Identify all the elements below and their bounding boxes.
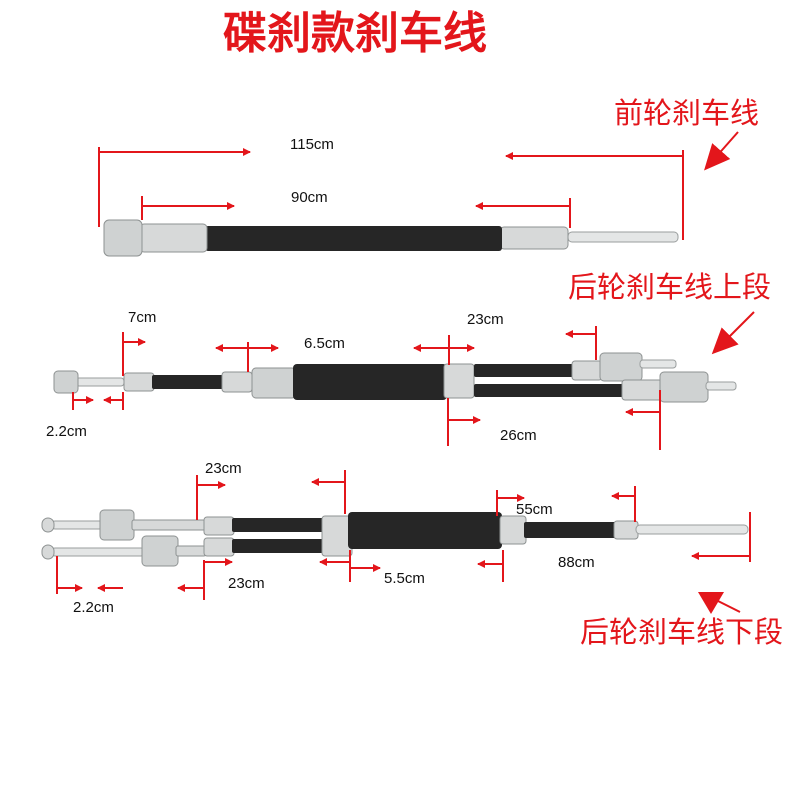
label-front-cable: 前轮刹车线 <box>614 96 759 130</box>
lower-joint <box>321 515 353 557</box>
rear-lower-cable <box>41 509 749 567</box>
upper-ferrule-b <box>221 371 253 393</box>
front-housing <box>205 226 502 251</box>
lower-link-bottom <box>175 545 207 557</box>
lower-ferrule-bottom <box>203 537 235 557</box>
label-rear-lower-cable: 后轮刹车线下段 <box>580 615 783 649</box>
lower-ferrule-end <box>613 520 639 540</box>
dim-lower-5-5: 5.5cm <box>384 570 425 587</box>
upper-branch-bottom <box>474 384 624 397</box>
upper-ferrule-top <box>571 360 603 381</box>
pointer-arrowhead-rear-lower <box>698 592 724 614</box>
upper-ferrule-a <box>123 372 155 392</box>
dim-front-total: 115cm <box>290 136 334 153</box>
upper-dimensions <box>72 326 661 450</box>
lower-housing-main <box>348 512 502 549</box>
dim-lower-55: 55cm <box>516 501 553 518</box>
lower-ferrule-top <box>203 516 235 536</box>
lower-barrel-top <box>99 509 135 541</box>
upper-ferrule-bottom <box>621 379 663 401</box>
rear-upper-cable <box>53 352 737 403</box>
label-rear-upper-cable: 后轮刹车线上段 <box>568 270 771 304</box>
front-ferrule-start <box>139 223 208 253</box>
dim-lower-2-2: 2.2cm <box>73 599 114 616</box>
dim-lower-23-bottom: 23cm <box>228 575 265 592</box>
dim-lower-23-top: 23cm <box>205 460 242 477</box>
lower-wire-bottom-left <box>51 547 145 557</box>
front-cable <box>103 219 679 257</box>
lower-wire-top-left <box>51 520 105 530</box>
upper-wire-left <box>75 377 125 387</box>
lower-eye-top <box>41 517 55 533</box>
upper-barrel-left <box>53 370 79 394</box>
pointer-arrow-rear-upper <box>711 311 755 355</box>
dim-upper-7: 7cm <box>128 309 156 326</box>
dim-front-housing: 90cm <box>291 189 328 206</box>
dim-upper-26: 26cm <box>500 427 537 444</box>
dim-upper-2-2: 2.2cm <box>46 423 87 440</box>
lower-ferrule-mid <box>499 515 527 545</box>
upper-wire-top <box>639 359 677 369</box>
front-ferrule-end <box>499 226 569 250</box>
lower-barrel-bottom <box>141 535 179 567</box>
lower-dimensions <box>56 470 751 600</box>
front-dimensions <box>98 147 684 240</box>
front-barrel-end <box>103 219 143 257</box>
upper-housing-short <box>152 375 224 389</box>
pointer-arrow-front <box>704 131 739 171</box>
lower-branch-bottom <box>232 539 324 553</box>
dim-upper-6-5: 6.5cm <box>304 335 345 352</box>
upper-barrel-top <box>599 352 643 382</box>
page-title: 碟刹款刹车线 <box>223 8 487 59</box>
lower-inner-wire <box>635 524 749 535</box>
upper-splitter-body <box>251 367 297 399</box>
upper-ferrule-c <box>443 363 475 399</box>
lower-eye-bottom <box>41 544 55 560</box>
upper-housing-main <box>293 364 447 400</box>
upper-wire-bottom <box>705 381 737 391</box>
dim-lower-88: 88cm <box>558 554 595 571</box>
dim-upper-23: 23cm <box>467 311 504 328</box>
upper-branch-top <box>474 364 574 377</box>
lower-link-top <box>131 519 207 531</box>
upper-barrel-bottom <box>659 371 709 403</box>
lower-branch-top <box>232 518 324 532</box>
front-inner-wire <box>567 231 679 243</box>
lower-housing-end <box>524 522 616 538</box>
